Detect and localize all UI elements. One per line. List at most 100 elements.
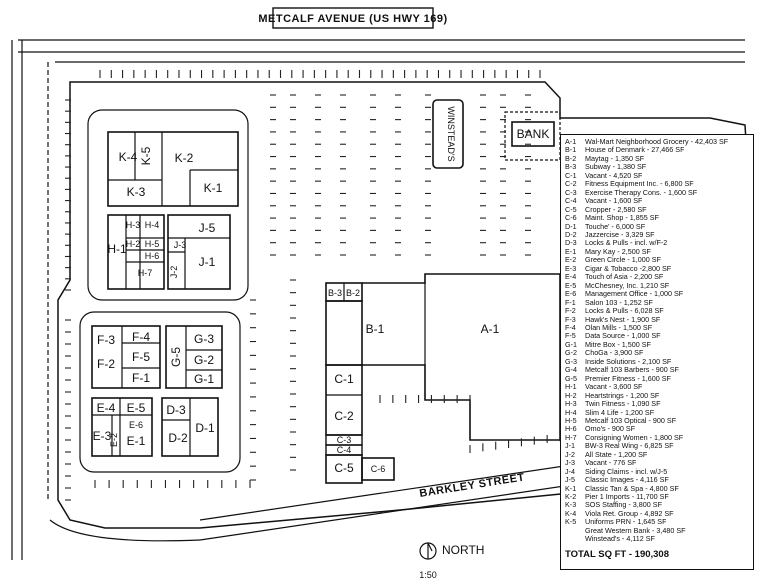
legend-row: E-1 Mary Kay - 2,500 SF (565, 246, 749, 256)
scale-label: 1:50 (419, 570, 437, 580)
legend-code: K-4 (565, 508, 577, 518)
legend-code: F-4 (565, 322, 576, 332)
label-f4: F-4 (132, 330, 150, 344)
legend-code: D-2 (565, 229, 577, 239)
legend-code: G-1 (565, 339, 577, 349)
legend-code (565, 527, 585, 535)
label-e1: E-1 (127, 434, 146, 448)
legend-desc: Vacant - 3,600 SF (585, 383, 643, 392)
label-h4: H-4 (145, 220, 160, 230)
label-k1: K-1 (204, 181, 223, 195)
legend-code: A-1 (565, 137, 577, 146)
label-f5: F-5 (132, 350, 150, 364)
legend-desc: Hawk's Nest - 1,900 SF (585, 315, 661, 324)
legend-code: J-1 (565, 441, 575, 451)
parking-stalls (65, 70, 741, 501)
legend-desc: Mary Kay - 2,500 SF (585, 247, 651, 256)
label-e4: E-4 (97, 401, 116, 415)
legend-row: B-3 Subway - 1,380 SF (565, 162, 749, 172)
legend-desc: Slim 4 Life - 1,200 SF (585, 408, 655, 417)
label-c1: C-1 (334, 372, 354, 386)
label-e3: E-3 (93, 429, 112, 443)
legend-desc: Locks & Pulls - 6,028 SF (585, 307, 664, 316)
building-c6 (361, 457, 395, 481)
legend-desc: BW-3 Real Wing - 6,825 SF (585, 442, 674, 451)
legend-code: K-2 (565, 492, 577, 502)
building-a1 (362, 273, 561, 441)
building-b1 (325, 300, 363, 366)
building-h-block (107, 214, 165, 290)
legend-desc: Data Source - 1,000 SF (585, 332, 661, 341)
legend-row: D-2 Jazzercise - 3,329 SF (565, 229, 749, 239)
legend-desc: Cropper - 2,580 SF (585, 205, 647, 214)
metcalf-avenue-label: METCALF AVENUE (US HWY 169) (258, 13, 447, 25)
legend-desc: ChoGa - 3,900 SF (585, 349, 644, 358)
legend-desc: McChesney, Inc. 1,210 SF (585, 281, 670, 290)
legend-code: E-1 (565, 246, 577, 256)
legend-desc: Jazzercise - 3,329 SF (585, 230, 655, 239)
legend-desc: Locks & Pulls - incl. w/F-2 (585, 239, 668, 248)
label-h2: H-2 (126, 239, 141, 249)
legend-code: G-5 (565, 373, 577, 383)
legend-desc: Management Office - 1,000 SF (585, 290, 684, 299)
legend-code: C-1 (565, 170, 577, 180)
legend-desc: Olan Mills - 1,500 SF (585, 323, 653, 332)
label-h7: H-7 (138, 268, 153, 278)
label-g2: G-2 (194, 353, 214, 367)
legend-desc: Uniforms PRN - 1,645 SF (585, 518, 667, 527)
label-d1: D-1 (195, 421, 215, 435)
legend-code: E-6 (565, 289, 577, 299)
legend-code: K-3 (565, 500, 577, 510)
legend-code: G-3 (565, 356, 577, 366)
legend-desc: Metcalf 103 Optical - 900 SF (585, 416, 677, 425)
barkley-street-label: BARKLEY STREET (419, 471, 526, 500)
legend-code: E-2 (565, 255, 577, 265)
legend-code: C-2 (565, 179, 577, 189)
label-d3: D-3 (166, 403, 186, 417)
north-label: NORTH (442, 543, 484, 557)
legend-desc: Touche' - 6,000 SF (585, 222, 646, 231)
legend-desc: Subway - 1,380 SF (585, 163, 647, 172)
legend-code: B-3 (565, 162, 577, 172)
legend-desc: Winstead's - 4,112 SF (585, 535, 655, 544)
label-winsteads: WINSTEAD'S (446, 106, 456, 161)
legend-code: J-4 (565, 466, 575, 476)
legend-code: B-1 (565, 145, 577, 155)
label-j2: J-2 (169, 266, 179, 279)
legend-desc: Siding Claims - incl. w/J-5 (585, 467, 668, 476)
legend-row: F-4 Olan Mills - 1,500 SF (565, 322, 749, 332)
legend-desc: Great Western Bank - 3,480 SF (585, 526, 686, 535)
label-h1: H-1 (107, 242, 127, 256)
barkley-road-curve (49, 519, 201, 542)
legend-desc: Heartstrings - 1,200 SF (585, 391, 660, 400)
legend-code: J-5 (565, 475, 575, 485)
legend-code: G-2 (565, 348, 577, 358)
label-g5: G-5 (169, 347, 183, 367)
legend-code: H-6 (565, 424, 577, 434)
legend-desc: Pier 1 Imports - 11,700 SF (585, 493, 669, 502)
building-winsteads (432, 99, 464, 169)
label-c5: C-5 (334, 461, 354, 475)
legend-desc: Mitre Box - 1,500 SF (585, 340, 651, 349)
